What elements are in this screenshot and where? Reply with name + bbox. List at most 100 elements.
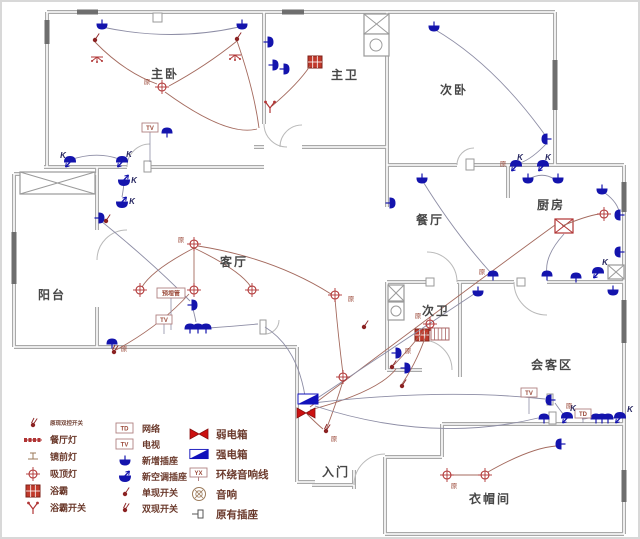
legend-icon-speaker <box>188 486 210 502</box>
original-label: 原 <box>144 78 151 86</box>
legend-item: 镜前灯 <box>22 448 86 465</box>
legend-item: 弱电箱 <box>188 424 269 444</box>
ac-outlet <box>509 159 523 172</box>
legend-icon-weak-current-box <box>188 428 210 440</box>
tv-label: TV <box>520 387 538 398</box>
room-label-kitchen: 厨房 <box>537 197 565 212</box>
tv-label-text: TV <box>525 391 533 397</box>
legend-icon-tv-box: TV <box>114 438 136 450</box>
switch <box>234 32 242 42</box>
legend-item: 浴霸 <box>22 482 86 499</box>
wires-lighting <box>94 40 600 476</box>
wall-lamp <box>228 54 242 62</box>
legend-icon-bath-heater-switch <box>22 500 44 515</box>
ceiling-light <box>439 467 455 483</box>
legend-icon-single-switch <box>114 486 136 499</box>
ceiling-light <box>596 206 612 222</box>
kitchen-control-box <box>554 218 574 234</box>
legend-icon-ceiling-light <box>22 465 44 482</box>
legend-icon-new-ac-outlet <box>114 469 136 483</box>
room-label-second-bath: 次卫 <box>422 303 450 318</box>
room-label-second-bedroom: 次卧 <box>440 82 468 97</box>
switch <box>92 33 100 43</box>
ac-outlet <box>117 174 131 187</box>
legend-label: 音响 <box>216 488 237 501</box>
outlet <box>186 299 198 311</box>
legend-item: 吸顶灯 <box>22 465 86 482</box>
outlet <box>278 63 290 75</box>
switch <box>323 423 331 434</box>
k-label: K <box>545 153 552 162</box>
legend-icon-td-box: TD <box>114 422 136 434</box>
legend-label: 网络 <box>142 423 161 434</box>
legend-item: 单现开关 <box>114 484 187 500</box>
legend-item: 新增插座 <box>114 452 187 468</box>
switch <box>361 320 369 330</box>
original-label: 原 <box>121 345 128 353</box>
k-label: K <box>131 176 138 185</box>
legend-label: 强电箱 <box>216 448 248 461</box>
legend-label: 吸顶灯 <box>50 469 78 479</box>
legend-label: 双现开关 <box>142 503 179 514</box>
tv-label: TV <box>155 314 173 325</box>
balcony-cabinet <box>19 171 96 195</box>
legend-item: 音响 <box>188 484 269 504</box>
legend-label: 弱电箱 <box>216 428 248 441</box>
ac-outlet <box>591 266 605 279</box>
tv-icon-text: TV <box>121 443 129 449</box>
wall-lamp <box>90 56 104 64</box>
legend-label: 镜前灯 <box>50 452 78 462</box>
legend-label: 原现双控开关 <box>50 420 84 427</box>
original-label: 原 <box>479 268 486 276</box>
room-label-dining: 餐厅 <box>416 212 444 227</box>
legend-item: 原现双控开关 <box>22 414 86 431</box>
windows <box>11 9 627 502</box>
switch <box>389 360 397 370</box>
outlet <box>267 59 279 71</box>
outlet <box>416 172 428 184</box>
td-label: TD <box>574 408 592 419</box>
yx-icon-text: YX <box>194 471 202 477</box>
legend-icon-dining-light <box>22 435 44 445</box>
legend-icon-remote-dual-switch <box>22 416 44 430</box>
legend-column-2: TD 网络 TV 电视 新增插座 新空调插座 单现开关 双现开关 <box>114 420 187 516</box>
room-label-balcony: 阳台 <box>38 287 66 302</box>
outlet <box>552 172 564 184</box>
outlet <box>545 394 557 406</box>
weak-current-box <box>296 407 316 419</box>
legend-icon-new-outlet <box>114 454 136 467</box>
original-label: 原 <box>451 482 458 490</box>
k-label: K <box>570 404 577 413</box>
legend-label: 单现开关 <box>142 487 179 498</box>
strong-current-box <box>297 393 319 405</box>
ceiling-light <box>244 282 260 298</box>
k-label: K <box>60 151 67 160</box>
legend-label: 新增插座 <box>142 455 179 466</box>
k-label: K <box>129 197 136 206</box>
outlet <box>596 183 608 195</box>
conduit-label-text: 预埋管 <box>162 290 180 298</box>
legend-label: 原有插座 <box>216 508 258 521</box>
ceiling-light <box>154 79 170 95</box>
original-label: 原 <box>331 435 338 443</box>
outlet <box>487 270 499 282</box>
legend-column-1: 原现双控开关 餐厅灯 镜前灯 吸顶灯 浴霸 浴霸开关 <box>22 414 86 516</box>
outlet <box>541 133 553 145</box>
door-arcs <box>96 123 548 486</box>
ceiling-light <box>132 282 148 298</box>
ac-outlet <box>536 159 550 172</box>
legend-item: 浴霸开关 <box>22 499 86 516</box>
legend-item: TV 电视 <box>114 436 187 452</box>
outlet <box>428 20 440 32</box>
legend-label: 餐厅灯 <box>50 435 78 445</box>
ceiling-light <box>335 369 351 385</box>
annotation-labels: TV TV TV TD 预埋管 K K K K K K K K K 原 原 原 … <box>60 78 634 490</box>
ac-outlet <box>560 411 574 424</box>
tv-label-text: TV <box>160 318 168 324</box>
room-label-reception: 会客区 <box>531 357 573 372</box>
vent-grille <box>430 327 450 341</box>
legend-label: 新空调插座 <box>142 471 188 482</box>
legend-item: 新空调插座 <box>114 468 187 484</box>
